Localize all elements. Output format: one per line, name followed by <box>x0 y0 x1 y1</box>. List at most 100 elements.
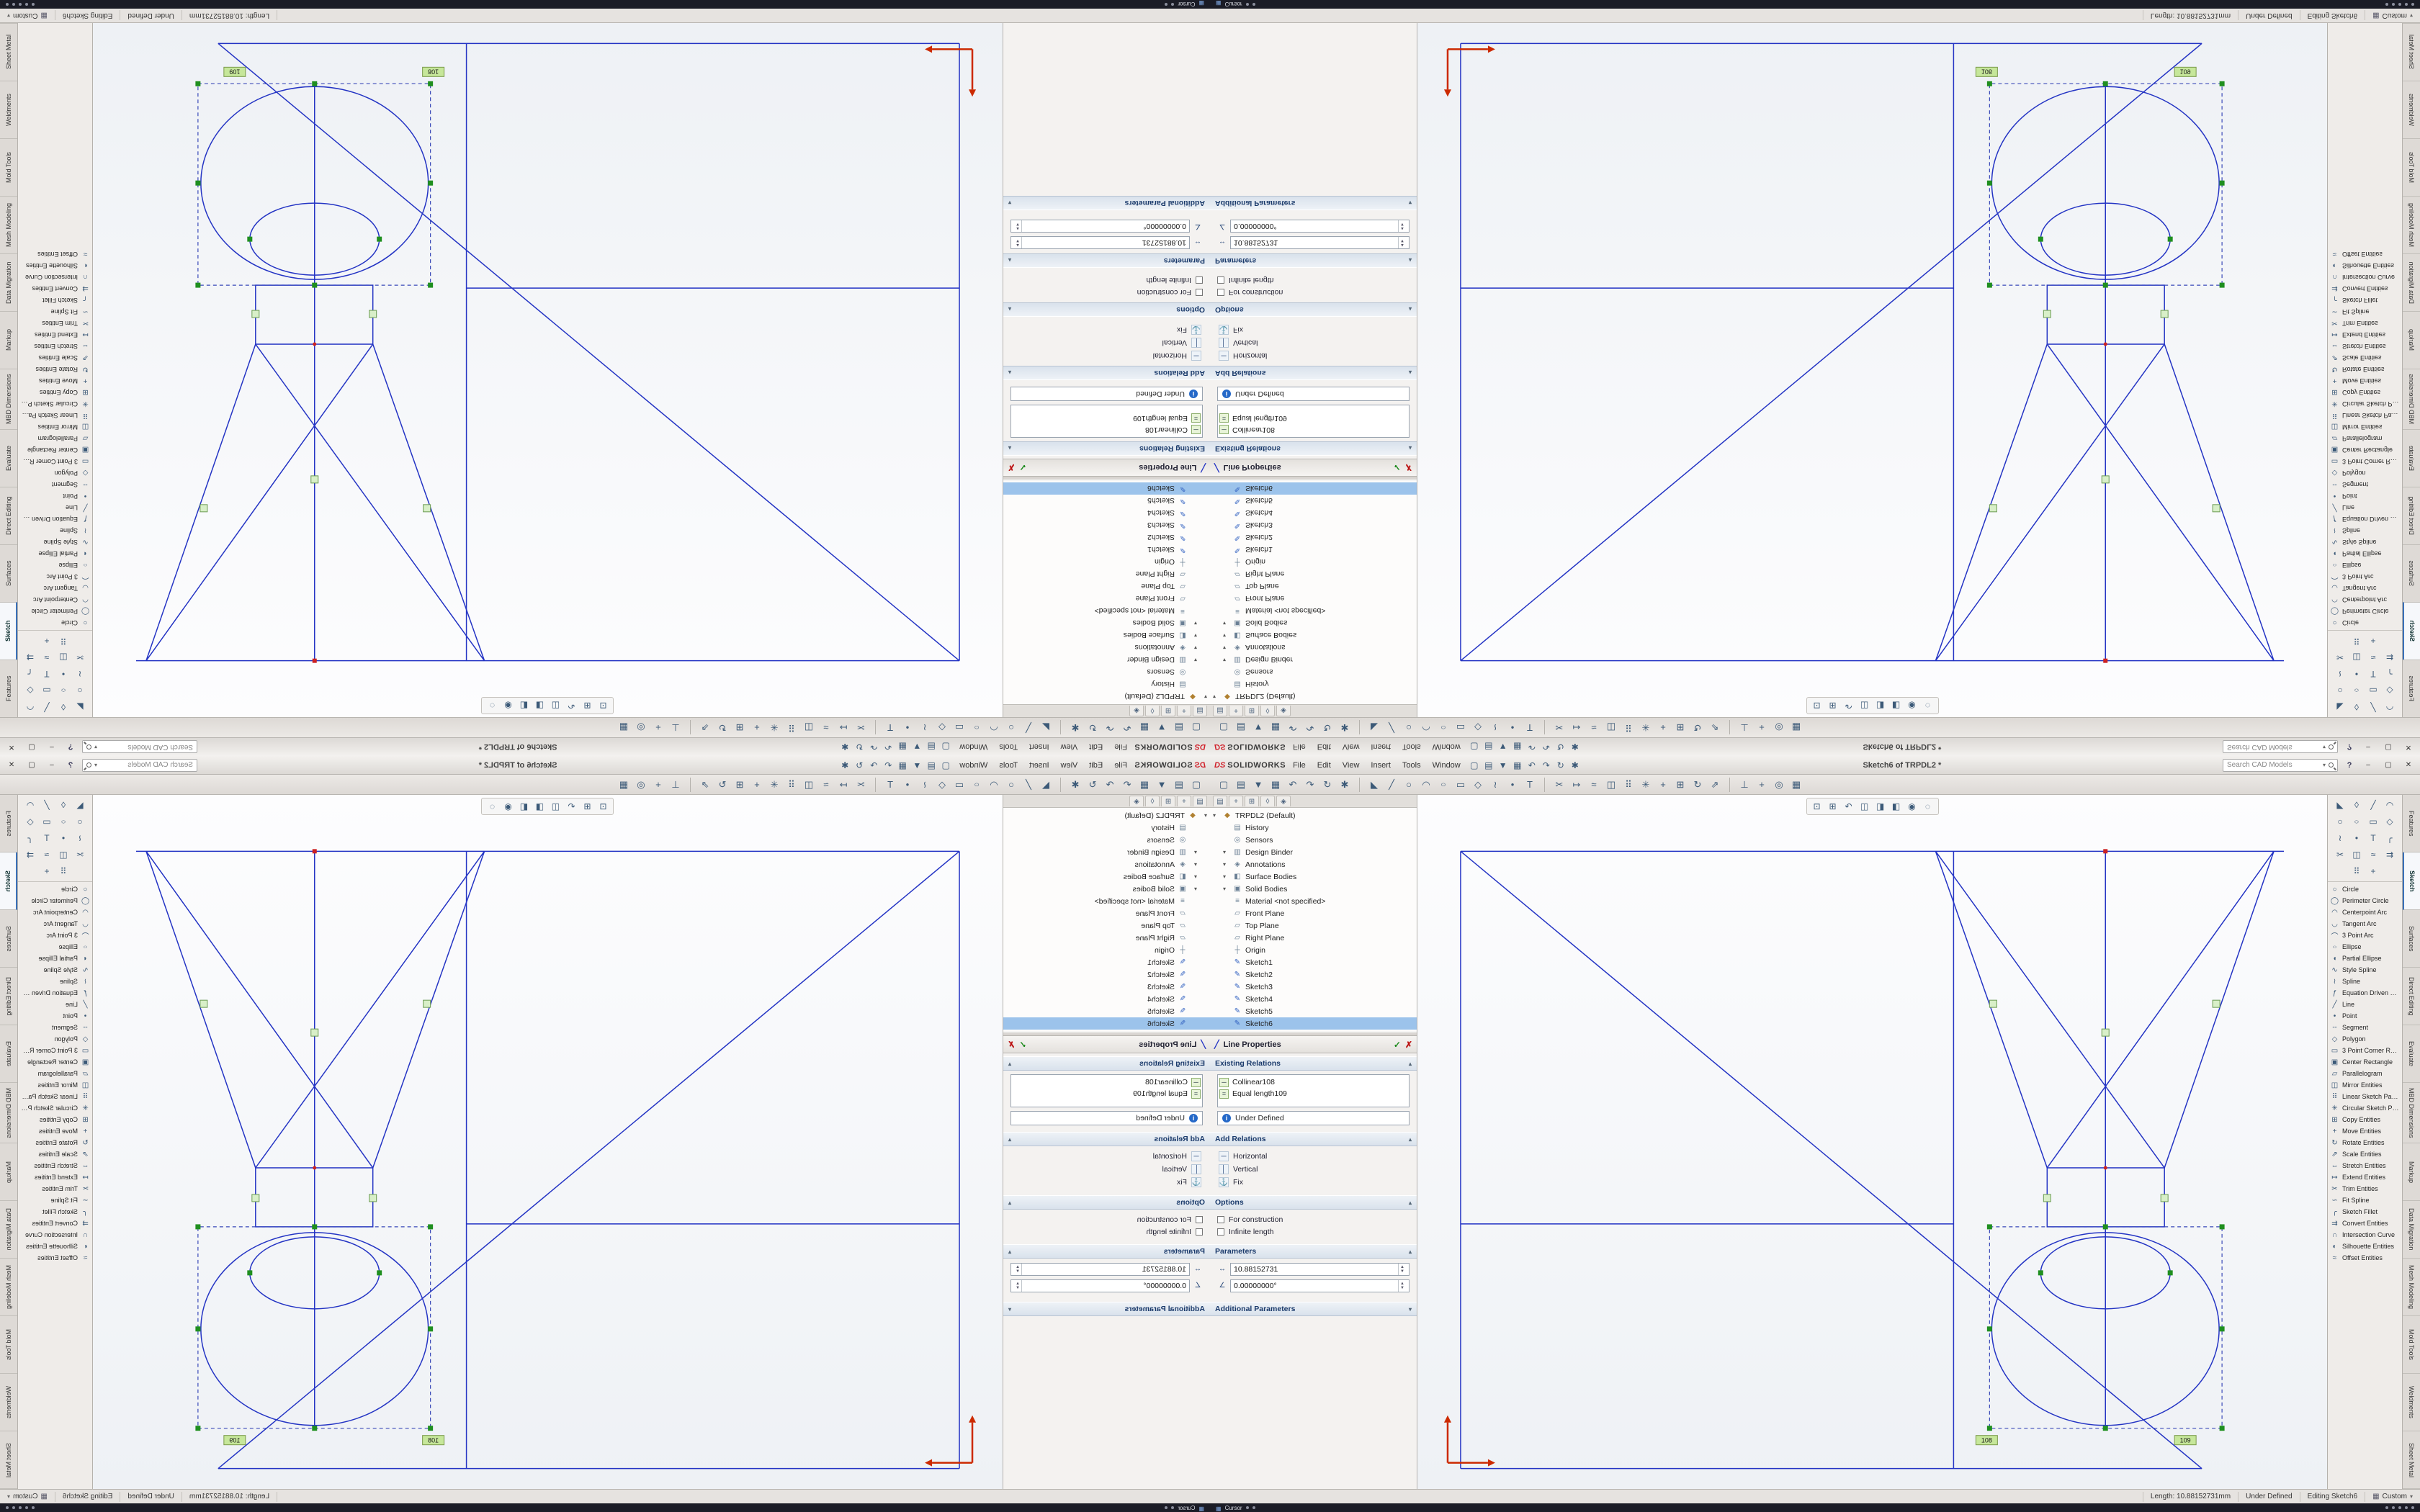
help-button[interactable]: ? <box>2347 760 2352 770</box>
vertex-handle[interactable] <box>2102 1426 2108 1431</box>
tray-icon[interactable] <box>2411 3 2414 6</box>
toolbar-icon[interactable] <box>1268 720 1283 736</box>
toolbar-icon[interactable] <box>1085 777 1101 793</box>
toolbar-icon[interactable] <box>951 777 967 793</box>
cancel-icon[interactable] <box>1008 1040 1015 1050</box>
tree-row[interactable]: Design Binder <box>1210 846 1417 858</box>
tool-icon-button[interactable] <box>2365 830 2381 846</box>
section-options[interactable]: Options <box>1210 302 1417 317</box>
menu-item[interactable]: View <box>1342 760 1360 770</box>
dimension-tag[interactable]: 108 <box>428 1437 439 1444</box>
dimension-tag-box[interactable] <box>223 66 246 77</box>
toolbar-icon[interactable] <box>668 720 684 736</box>
chevron-up-icon[interactable] <box>1008 307 1011 313</box>
sketch-tool-item[interactable]: Trim Entities <box>2328 1183 2402 1194</box>
quick-tool-icon[interactable] <box>910 741 923 754</box>
relation-item[interactable]: Equal length109 <box>1219 1088 1407 1099</box>
tool-icon-button[interactable] <box>22 666 38 682</box>
toolbar-icon[interactable] <box>1569 777 1585 793</box>
sketch-tool-item[interactable]: Trim Entities <box>2328 318 2402 329</box>
view-tool-icon[interactable] <box>596 698 611 713</box>
commandmanager-tab[interactable]: Mold Tools <box>0 1316 17 1374</box>
menu-item[interactable]: Edit <box>1089 742 1103 752</box>
relation-item[interactable]: Equal length109 <box>1013 413 1201 424</box>
sketch-tool-item[interactable]: 3 Point Corner Rectangle <box>18 456 92 467</box>
chevron-down-icon[interactable] <box>1409 200 1412 207</box>
sketch-tool-item[interactable]: Silhouette Entities <box>2328 1241 2402 1252</box>
sketch-tool-item[interactable]: Ellipse <box>18 941 92 953</box>
vertex-handle[interactable] <box>312 1426 318 1431</box>
tray-icon[interactable] <box>32 3 35 6</box>
vertex-handles[interactable] <box>1986 81 2225 288</box>
tree-row[interactable]: Sensors <box>1210 834 1417 846</box>
tree-row[interactable]: Annotations <box>1003 642 1210 654</box>
sketch-tool-item[interactable]: 3 Point Corner Rectangle <box>2328 456 2402 467</box>
start-icon[interactable] <box>1198 0 1204 11</box>
vertex-handle[interactable] <box>247 236 253 242</box>
tree-row[interactable]: Sketch5 <box>1210 1005 1417 1017</box>
chevron-down-icon[interactable] <box>1008 1306 1011 1313</box>
sketch-tool-item[interactable]: 3 Point Arc <box>18 930 92 941</box>
sketch-tool-item[interactable]: Polygon <box>2328 1033 2402 1045</box>
tool-icon-button[interactable] <box>39 797 55 813</box>
tool-icon-button[interactable] <box>2382 847 2398 863</box>
taskbar-app-label[interactable]: Cursor <box>1178 1 1196 8</box>
sketch-tool-item[interactable]: Offset Entities <box>2328 248 2402 260</box>
toolbar-icon[interactable] <box>1586 720 1602 736</box>
sketch-tool-item[interactable]: Stretch Entities <box>18 1160 92 1171</box>
commandmanager-tab[interactable]: Mesh Modeling <box>2403 195 2420 253</box>
relation-badge-icon[interactable] <box>2160 1194 2169 1202</box>
toolbar-icon[interactable] <box>1638 720 1654 736</box>
units-label[interactable]: Custom <box>2382 1493 2407 1500</box>
menu-item[interactable]: Window <box>959 760 988 770</box>
spinner-control[interactable]: ▲▼ <box>1398 1263 1406 1275</box>
tree-row[interactable]: Sketch6 <box>1003 1017 1210 1030</box>
vertex-handle[interactable] <box>428 1224 434 1230</box>
toolbar-icon[interactable] <box>732 777 748 793</box>
vertex-handle[interactable] <box>312 81 318 86</box>
section-options[interactable]: Options <box>1003 1195 1210 1210</box>
view-tool-icon[interactable] <box>485 698 500 713</box>
commandmanager-tab[interactable]: Features <box>2403 660 2420 717</box>
sketch-tool-item[interactable]: Center Rectangle <box>18 1056 92 1068</box>
vertex-handle[interactable] <box>428 282 434 288</box>
vertex-handles[interactable] <box>1986 1224 2225 1431</box>
toolbar-icon[interactable] <box>697 720 713 736</box>
dimension-tag-box[interactable] <box>2174 1435 2197 1446</box>
tree-row[interactable]: Sketch5 <box>1003 1005 1210 1017</box>
tool-icon-button[interactable] <box>22 649 38 665</box>
add-relation-button[interactable]: Vertical <box>1217 1163 1410 1176</box>
commandmanager-tab[interactable]: Mold Tools <box>2403 1316 2420 1374</box>
tree-row[interactable]: Top Plane <box>1210 919 1417 932</box>
tree-expander-icon[interactable] <box>1223 849 1229 855</box>
sketch-tool-item[interactable]: Stretch Entities <box>2328 1160 2402 1171</box>
toolbar-icon[interactable] <box>1487 777 1503 793</box>
sketch-tool-item[interactable]: Rotate Entities <box>2328 1137 2402 1148</box>
vertex-handle[interactable] <box>195 1326 201 1332</box>
dimension-tag[interactable]: 108 <box>1981 68 1992 75</box>
tree-row[interactable]: Sketch3 <box>1210 519 1417 531</box>
toolbar-icon[interactable] <box>714 720 730 736</box>
sketch-tool-item[interactable]: Sketch Fillet <box>2328 1206 2402 1218</box>
sketch-entity-line[interactable] <box>1935 851 2048 1169</box>
quick-tool-icon[interactable] <box>1482 741 1495 754</box>
commandmanager-tab[interactable]: Direct Editing <box>2403 968 2420 1025</box>
add-relation-button[interactable]: Horizontal <box>1010 349 1203 362</box>
tree-row[interactable]: Design Binder <box>1003 654 1210 666</box>
sketch-tool-item[interactable]: Parallelogram <box>2328 433 2402 444</box>
view-tool-icon[interactable] <box>1842 799 1856 814</box>
sketch-entity-line[interactable] <box>145 343 256 661</box>
tree-expander-icon[interactable] <box>1191 947 1197 953</box>
vertex-handle[interactable] <box>247 1270 253 1276</box>
sketch-canvas[interactable]: 108 109 <box>1417 23 2327 717</box>
commandmanager-tab[interactable]: Sketch <box>0 602 17 660</box>
tool-icon-button[interactable] <box>39 847 55 863</box>
search-icon[interactable] <box>2329 762 2334 768</box>
toolbar-icon[interactable] <box>1285 777 1301 793</box>
dimension-tag-box[interactable] <box>1975 66 1998 77</box>
toolbar-icon[interactable] <box>1401 720 1417 736</box>
relation-badge-icon[interactable] <box>423 999 431 1008</box>
tree-expander-icon[interactable] <box>1191 632 1197 639</box>
menu-item[interactable]: Window <box>959 742 988 752</box>
sketch-tool-item[interactable]: Intersection Curve <box>18 271 92 283</box>
